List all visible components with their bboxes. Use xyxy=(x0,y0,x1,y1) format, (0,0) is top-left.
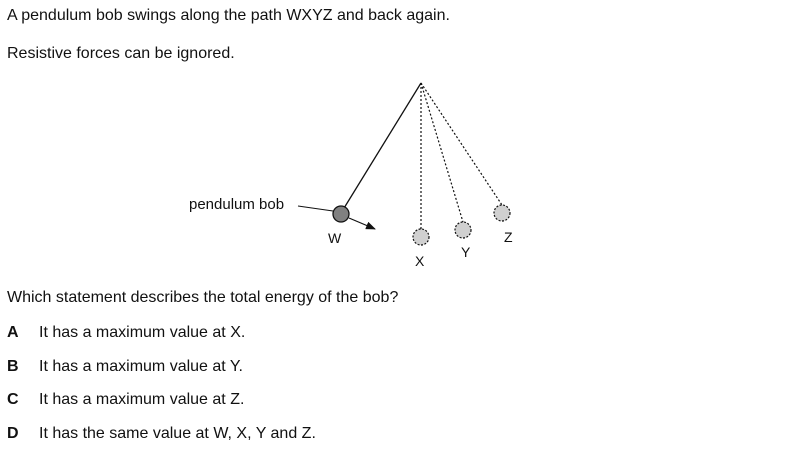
label-z: Z xyxy=(504,229,513,245)
label-y: Y xyxy=(461,244,471,260)
bob-x xyxy=(412,228,430,246)
option-letter: D xyxy=(7,425,19,442)
question-note: Resistive forces can be ignored. xyxy=(7,45,235,62)
label-x: X xyxy=(415,253,425,269)
question-intro: A pendulum bob swings along the path WXY… xyxy=(7,7,450,24)
pendulum-string-w xyxy=(340,82,422,214)
pendulum-string-y xyxy=(420,82,464,223)
bob-w xyxy=(332,205,350,223)
bob-label-leader xyxy=(297,205,334,212)
bob-y xyxy=(454,221,472,239)
option-letter: A xyxy=(7,324,19,341)
pendulum-string-z xyxy=(420,82,503,206)
option-b[interactable]: B It has a maximum value at Y. xyxy=(7,358,243,376)
pendulum-bob-label: pendulum bob xyxy=(189,196,284,213)
option-text: It has a maximum value at X. xyxy=(39,324,246,341)
question-prompt: Which statement describes the total ener… xyxy=(7,289,399,306)
option-a[interactable]: A It has a maximum value at X. xyxy=(7,324,245,342)
option-text: It has a maximum value at Y. xyxy=(39,358,243,375)
bob-z xyxy=(493,204,511,222)
option-letter: B xyxy=(7,358,19,375)
label-w: W xyxy=(328,230,342,246)
motion-arrow xyxy=(348,217,376,230)
option-text: It has a maximum value at Z. xyxy=(39,391,245,408)
option-c[interactable]: C It has a maximum value at Z. xyxy=(7,391,244,409)
option-letter: C xyxy=(7,391,19,408)
option-d[interactable]: D It has the same value at W, X, Y and Z. xyxy=(7,425,316,443)
option-text: It has the same value at W, X, Y and Z. xyxy=(39,425,316,442)
